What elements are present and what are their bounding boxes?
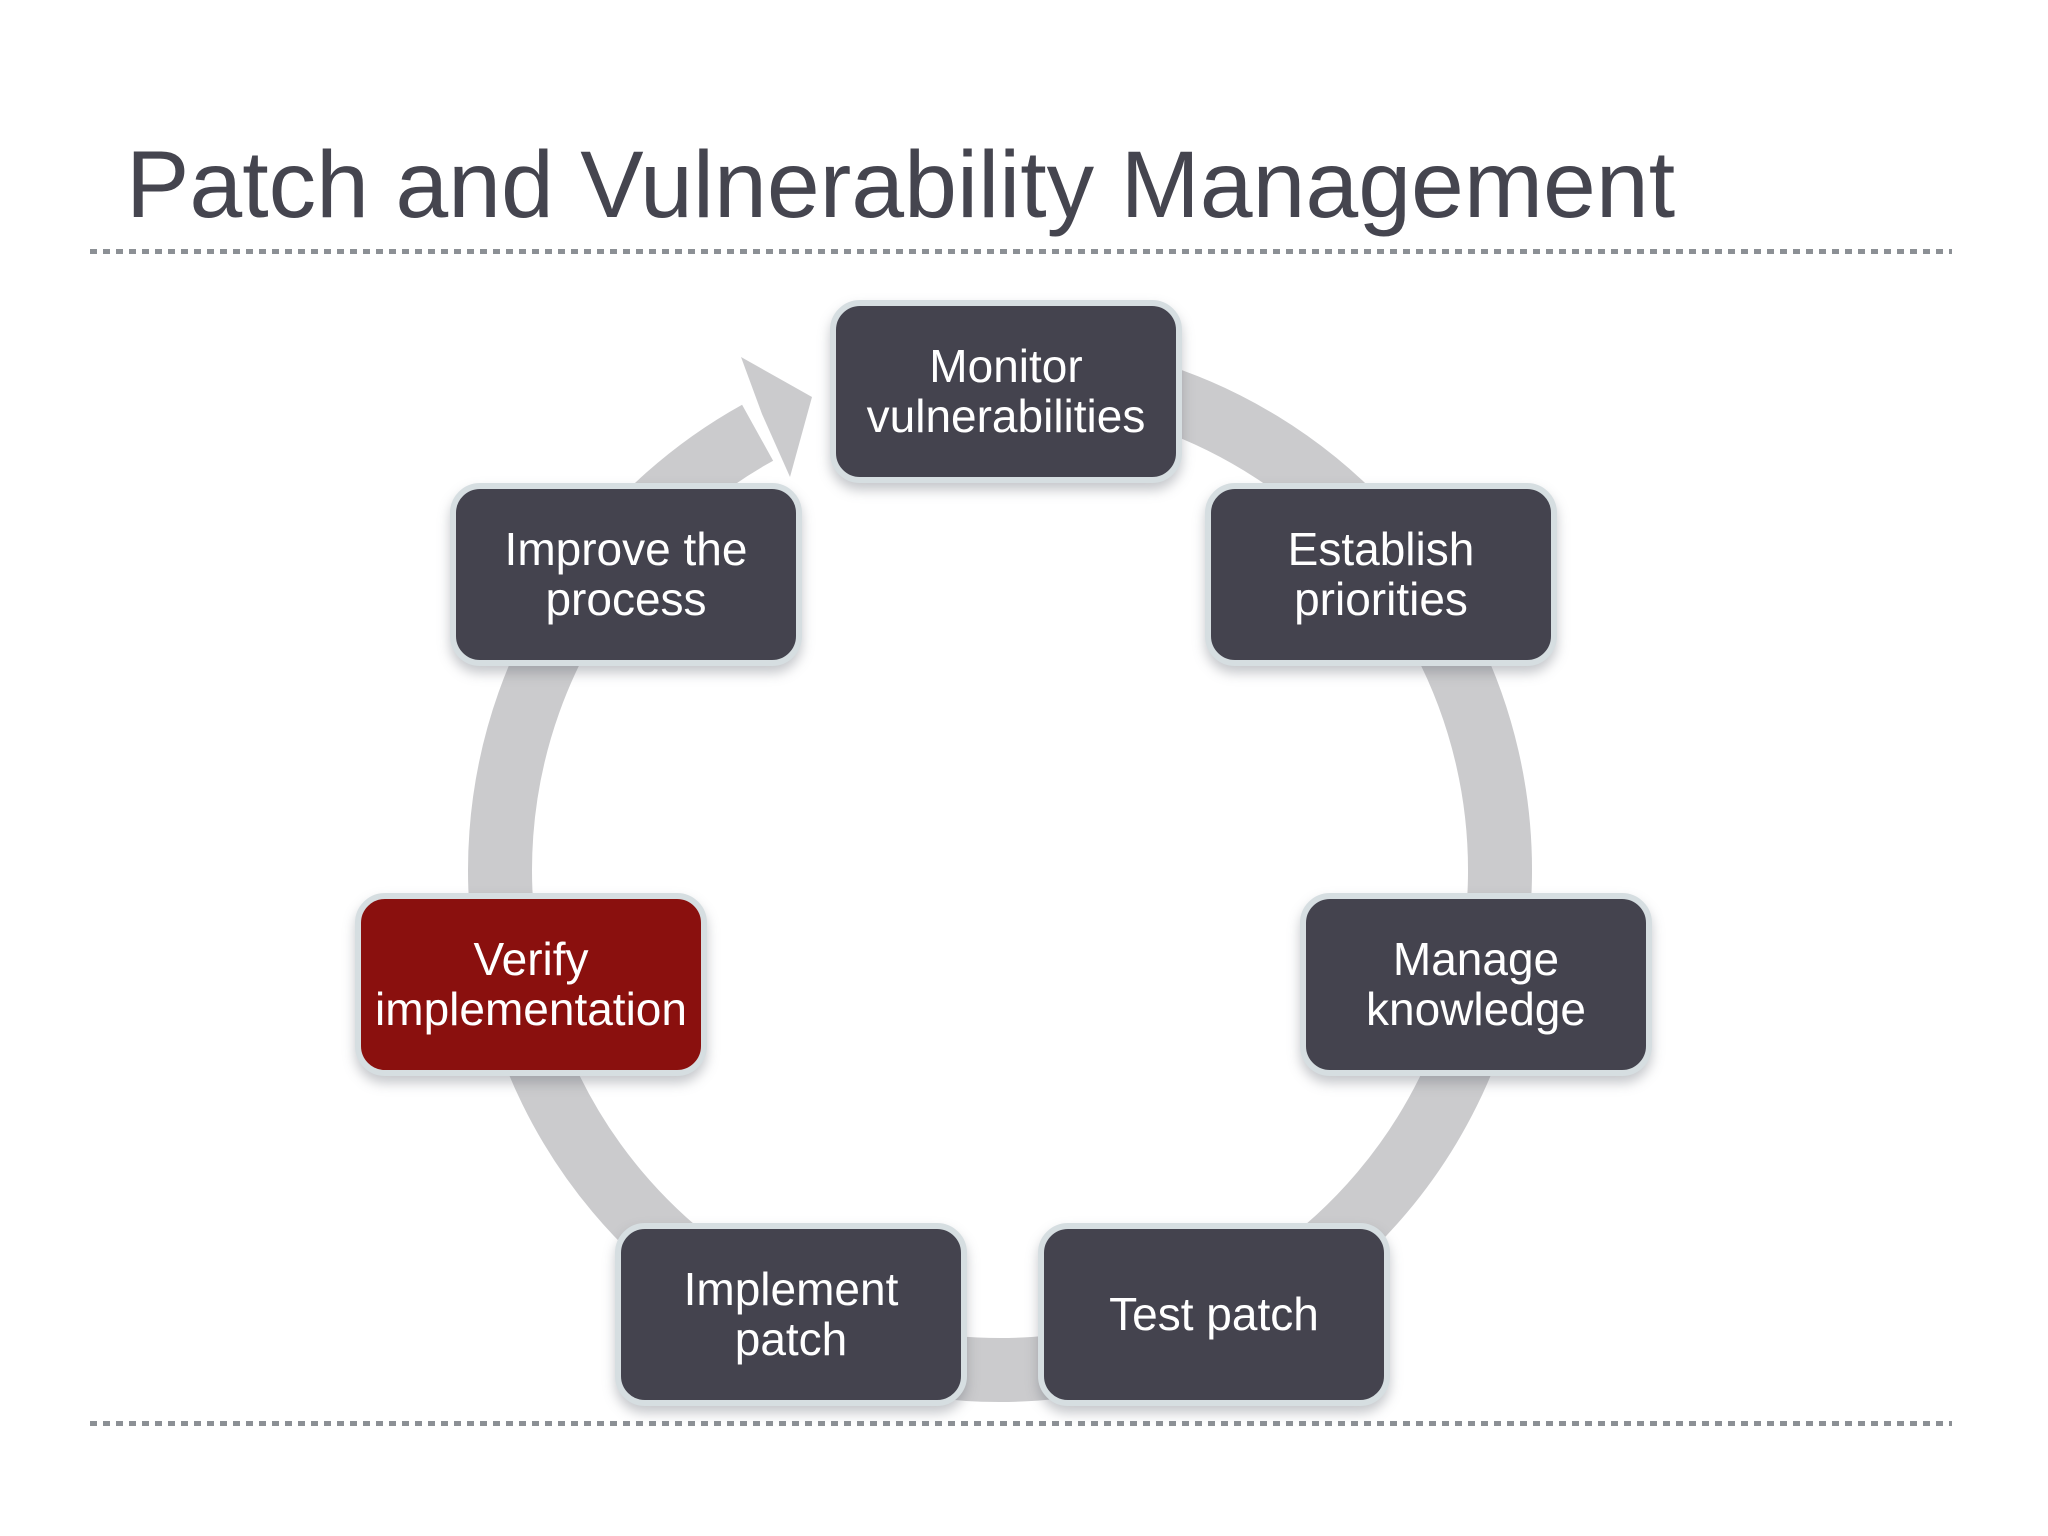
node-label: Monitor vulnerabilities: [866, 340, 1146, 442]
title-divider: [90, 249, 1952, 254]
bottom-divider: [90, 1421, 1952, 1426]
node-test-patch: Test patch: [1038, 1223, 1390, 1406]
node-improve-the-process: Improve the process: [450, 483, 802, 666]
node-label: Improve the process: [504, 523, 748, 625]
node-label: Establish priorities: [1287, 523, 1475, 625]
node-label: Implement patch: [683, 1263, 899, 1365]
node-verify-implementation: Verify implementation: [355, 893, 707, 1076]
node-label: Verify implementation: [375, 933, 687, 1035]
node-manage-knowledge: Manage knowledge: [1300, 893, 1652, 1076]
node-establish-priorities: Establish priorities: [1205, 483, 1557, 666]
node-implement-patch: Implement patch: [615, 1223, 967, 1406]
node-label: Manage knowledge: [1366, 933, 1586, 1035]
node-label: Test patch: [1109, 1287, 1319, 1340]
slide-title: Patch and Vulnerability Management: [126, 132, 1676, 238]
node-monitor-vulnerabilities: Monitor vulnerabilities: [830, 300, 1182, 483]
cycle-arrowhead-icon: [741, 357, 812, 477]
